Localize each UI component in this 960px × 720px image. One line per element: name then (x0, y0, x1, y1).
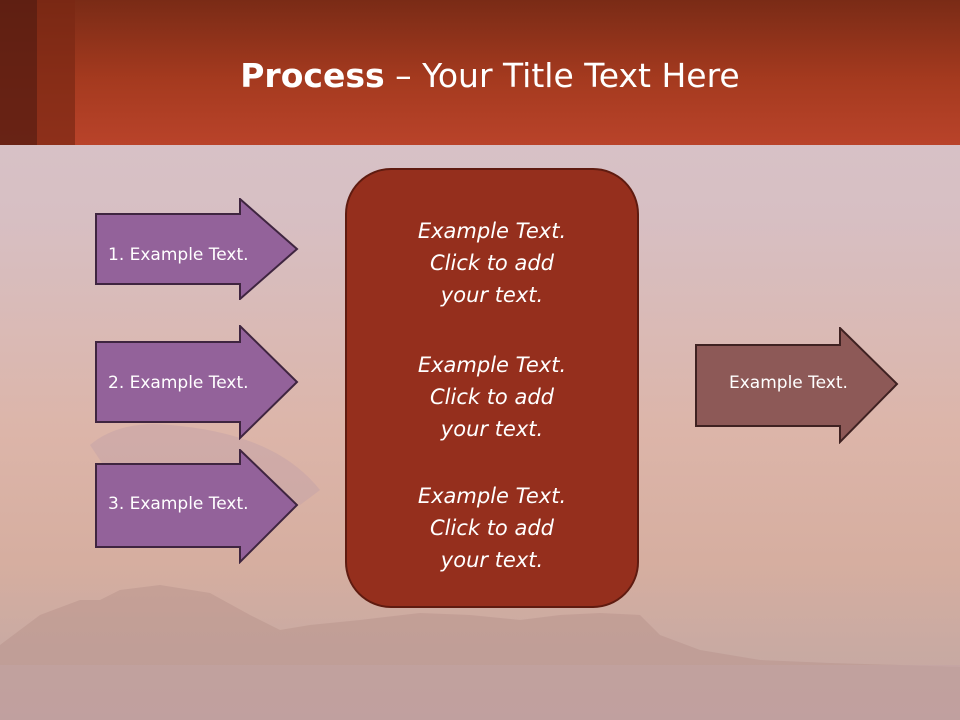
block-line: your text. (440, 283, 544, 307)
left-arrow-1-label: 1. Example Text. (108, 245, 249, 265)
arrow-shape (95, 198, 299, 300)
arrow-shape (95, 325, 299, 440)
slide-title: Process – Your Title Text Here (0, 56, 960, 95)
block-line: Example Text. (417, 219, 567, 243)
block-line: Click to add (429, 385, 554, 409)
block-line: your text. (440, 548, 544, 572)
block-line: Example Text. (417, 484, 567, 508)
center-content-box[interactable]: Example Text. Click to add your text. Ex… (345, 168, 639, 608)
title-bold: Process (240, 56, 385, 95)
left-arrow-2[interactable]: 2. Example Text. (95, 325, 300, 440)
arrow-shape (95, 449, 299, 564)
block-line: Click to add (429, 251, 554, 275)
arrow-shape (695, 327, 899, 444)
block-line: Example Text. (417, 353, 567, 377)
center-text-block-2: Example Text. Click to add your text. (347, 349, 637, 445)
block-line: Click to add (429, 516, 554, 540)
left-arrow-3[interactable]: 3. Example Text. (95, 449, 300, 564)
header-stripe-dark (0, 0, 37, 145)
center-text-block-3: Example Text. Click to add your text. (347, 480, 637, 576)
header-stripe (37, 0, 75, 145)
left-arrow-3-label: 3. Example Text. (108, 494, 249, 514)
left-arrow-2-label: 2. Example Text. (108, 373, 249, 393)
background-silhouette (0, 424, 960, 720)
title-rest: – Your Title Text Here (384, 56, 740, 95)
right-arrow[interactable]: Example Text. (695, 327, 900, 444)
right-arrow-label: Example Text. (729, 373, 848, 393)
title-bar: Process – Your Title Text Here (0, 0, 960, 145)
left-arrow-1[interactable]: 1. Example Text. (95, 198, 300, 300)
center-text-block-1: Example Text. Click to add your text. (347, 215, 637, 311)
block-line: your text. (440, 417, 544, 441)
